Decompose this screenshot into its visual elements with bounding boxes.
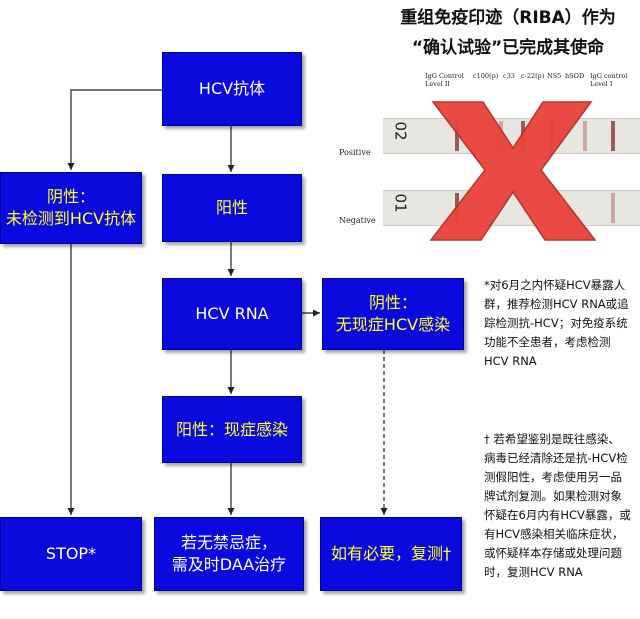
red-cross-icon <box>429 101 597 241</box>
positive-label: 阳性 <box>215 198 248 217</box>
riba-row-positive: Positive <box>339 148 371 157</box>
retest-label: 如有必要，复测† <box>330 544 451 563</box>
riba-header-c22: c-22(p) <box>521 72 545 80</box>
note-dagger-line: 怀疑在6月内有HCV暴露，或 <box>484 508 631 522</box>
riba-header-0: IgG Control Level II <box>425 72 464 88</box>
hcv-antibody-label: HCV抗体 <box>198 79 266 98</box>
treat-line1: 若无禁忌症， <box>180 533 277 552</box>
note-dagger-line: 有HCV感染相关临床症状， <box>484 527 624 541</box>
negative-antibody-line1: 阴性： <box>46 187 95 206</box>
note-star-line: HCV RNA <box>484 354 537 368</box>
hcv-antibody-box: HCV抗体 <box>162 52 302 126</box>
note-star-line: 群，推荐检测HCV RNA或追 <box>484 297 629 311</box>
arrow-antibody-to-negative <box>67 89 162 170</box>
riba-header-igg-level-i: IgG control Level I <box>590 72 634 88</box>
riba-header-c33: c33 <box>503 72 515 80</box>
negative-antibody-box: 阴性： 未检测到HCV抗体 <box>0 172 142 244</box>
hcv-rna-label: HCV RNA <box>195 304 269 323</box>
positive-current-label: 阳性：现症感染 <box>175 419 288 439</box>
negative-rna-line1: 阴性： <box>368 293 417 312</box>
note-star-line: 功能不全患者，考虑检测 <box>484 335 611 349</box>
riba-header-6: IgG control Level I <box>590 72 628 88</box>
note-dagger: † 若希望鉴别是既往感染、 病毒已经清除还是抗-HCV检 测假阳性，考虑使用另一… <box>484 430 640 582</box>
note-star: *对6月之内怀疑HCV暴露人 群，推荐检测HCV RNA或追 踪检测抗-HCV；… <box>484 276 638 371</box>
riba-header-ns5: NS5 <box>547 72 562 80</box>
note-star-line: *对6月之内怀疑HCV暴露人 <box>484 278 626 292</box>
note-dagger-line: 测假阳性，考虑使用另一品 <box>484 470 622 484</box>
note-star-line: 踪检测抗-HCV；对免疫系统 <box>484 316 628 330</box>
riba-header-igg-level-ii: IgG Control Level II <box>425 72 465 88</box>
riba-title-line2: “确认试验”已完成其使命 <box>411 38 605 58</box>
treat-line2: 需及时DAA治疗 <box>171 555 287 574</box>
riba-header-c100: c100(p) <box>473 72 499 80</box>
note-dagger-line: † 若希望鉴别是既往感染、 <box>484 432 620 446</box>
treat-box: 若无禁忌症， 需及时DAA治疗 <box>154 517 304 591</box>
riba-row-negative: Negative <box>339 216 376 225</box>
note-dagger-line: 牌试剂复测。如果检测对象 <box>484 489 622 503</box>
stop-box: STOP* <box>0 517 142 591</box>
stop-label: STOP* <box>45 544 97 563</box>
positive-box: 阳性 <box>162 174 302 242</box>
negative-rna-line2: 无现症HCV感染 <box>335 315 451 334</box>
hcv-rna-box: HCV RNA <box>162 278 302 350</box>
note-dagger-line: 或怀疑样本存储或处理问题 <box>484 546 622 560</box>
riba-header-hsod: hSOD <box>565 72 585 80</box>
negative-antibody-line2: 未检测到HCV抗体 <box>5 209 137 228</box>
positive-current-box: 阳性：现症感染 <box>162 396 302 463</box>
note-dagger-line: 时，复测HCV RNA <box>484 565 583 579</box>
riba-title-line1: 重组免疫印迹（RIBA）作为 <box>400 8 616 28</box>
retest-box: 如有必要，复测† <box>320 517 462 591</box>
riba-strip-image: IgG Control Level II c100(p) c33 c-22(p)… <box>333 70 640 246</box>
negative-rna-box: 阴性： 无现症HCV感染 <box>322 278 464 350</box>
note-dagger-line: 病毒已经清除还是抗-HCV检 <box>484 451 628 465</box>
